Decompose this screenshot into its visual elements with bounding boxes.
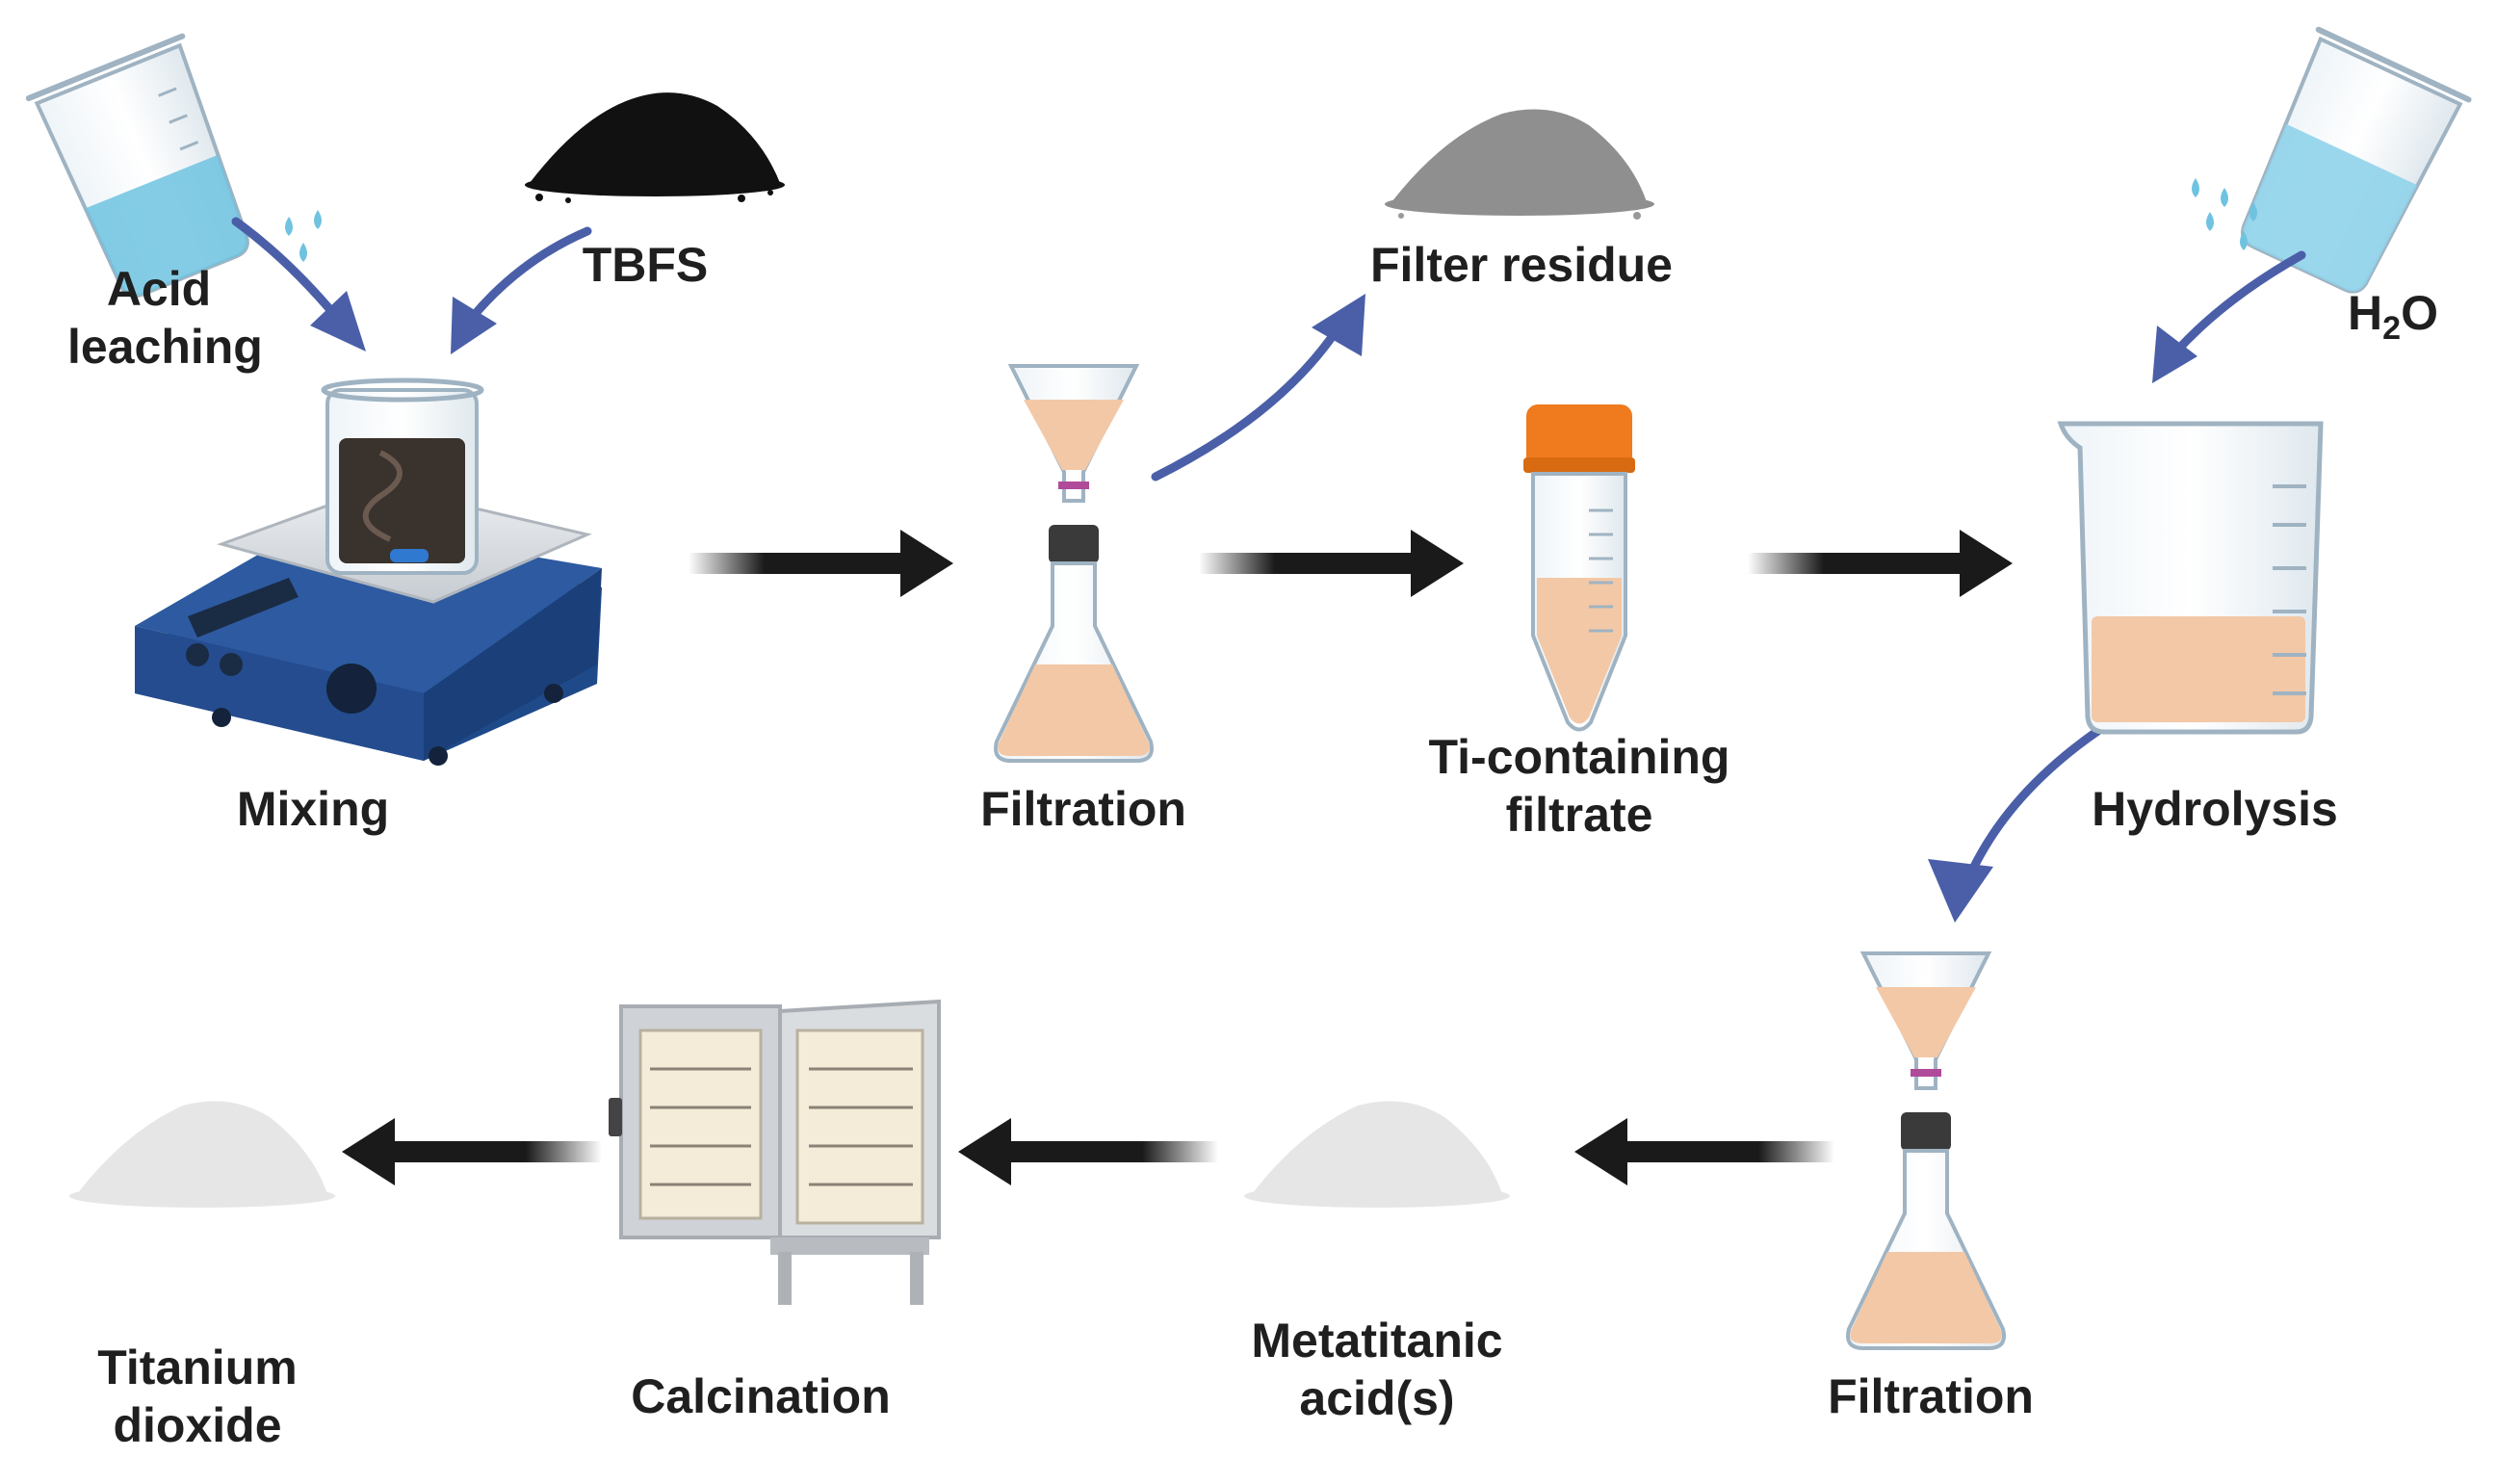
water-subscript: 2 <box>2382 310 2402 347</box>
centrifuge-tube-icon <box>1523 404 1635 732</box>
ti-filtrate-line-2: filtrate <box>1505 788 1653 842</box>
water-beaker-icon <box>2192 26 2472 294</box>
water-o: O <box>2401 286 2438 340</box>
water-to-hydrolysis-arrow <box>2171 250 2306 356</box>
acid-leaching-line-1: Acid <box>106 262 212 316</box>
metatitanic-acid-label: Metatitanic acid(s) <box>1223 1312 1531 1427</box>
titanium-dioxide-label: Titanium dioxide <box>77 1339 318 1454</box>
filter-residue-label: Filter residue <box>1370 238 1673 292</box>
ti-filtrate-label: Ti-containing filtrate <box>1406 728 1753 844</box>
hydrolysis-to-filtration-arrow <box>1969 725 2104 872</box>
metatitanic-line-1: Metatitanic <box>1251 1314 1503 1367</box>
hydrolysis-label: Hydrolysis <box>2092 782 2338 836</box>
stirrer-hotplate-icon <box>135 484 602 766</box>
tbfs-to-mixing-arrow <box>467 226 592 323</box>
tbfs-label: TBFS <box>582 238 709 292</box>
hydrolysis-beaker-icon <box>2057 421 2324 735</box>
mixing-beaker-icon <box>321 378 484 575</box>
titanium-dioxide-line-2: dioxide <box>113 1398 282 1452</box>
blue-arrows <box>231 217 2306 872</box>
water-label: H2O <box>2340 284 2446 357</box>
titanium-dioxide-powder-icon <box>69 1101 335 1208</box>
metatitanic-line-2: acid(s) <box>1299 1371 1455 1425</box>
water-h: H <box>2348 286 2383 340</box>
filtration-label-2: Filtration <box>1828 1369 2034 1423</box>
acid-leaching-label: Acid leaching <box>67 260 263 376</box>
titanium-dioxide-line-1: Titanium <box>97 1341 298 1394</box>
filter-residue-powder-icon <box>1385 109 1654 220</box>
filtration-to-residue-arrow <box>1151 323 1343 482</box>
metatitanic-powder-icon <box>1244 1101 1510 1208</box>
calcination-label: Calcination <box>631 1369 891 1423</box>
acid-beaker-icon <box>25 33 322 299</box>
black-arrows-bottom <box>342 1118 1834 1185</box>
tbfs-powder-icon <box>525 92 785 203</box>
muffle-furnace-icon <box>609 999 941 1305</box>
mixing-label: Mixing <box>236 782 390 836</box>
black-arrows-top <box>689 530 2013 597</box>
ti-filtrate-line-1: Ti-containing <box>1428 730 1730 784</box>
blue-arrowheads <box>310 291 2197 923</box>
filter-flask-icon <box>1846 951 2006 1350</box>
filtration-label-1: Filtration <box>980 782 1186 836</box>
filter-flask-icon <box>994 364 1154 763</box>
acid-to-mixing-arrow <box>231 217 342 323</box>
acid-leaching-line-2: leaching <box>67 320 263 374</box>
